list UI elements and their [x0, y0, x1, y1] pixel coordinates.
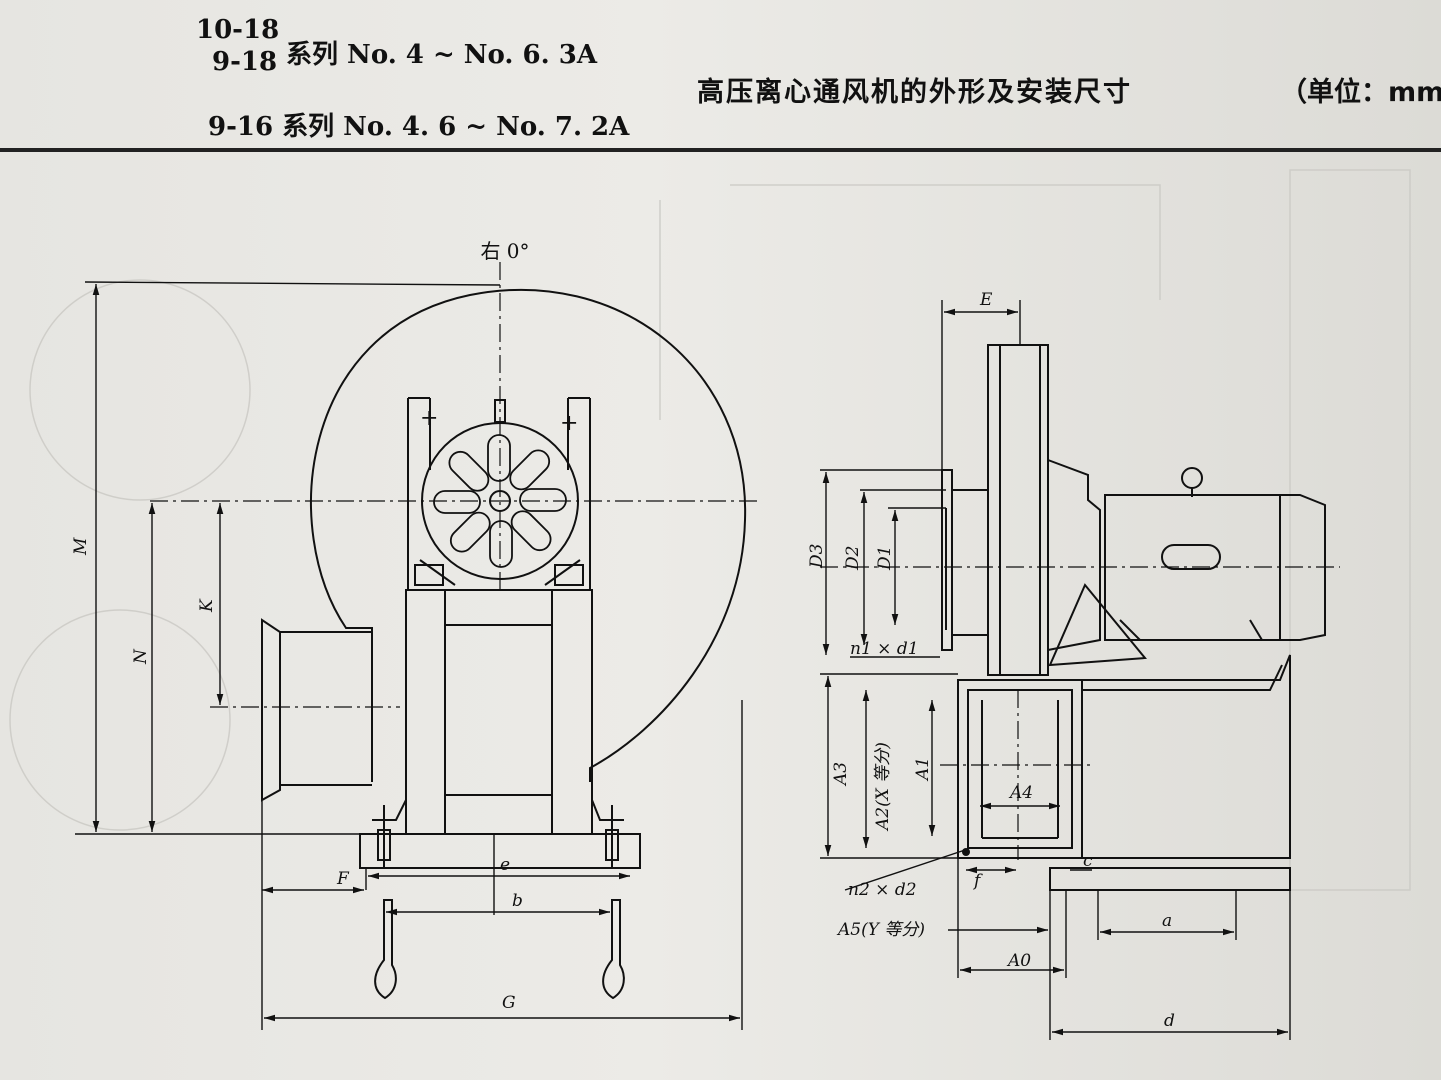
dim-A5: A5(Y 等分): [836, 920, 925, 940]
dim-F: F: [336, 869, 350, 889]
dim-A1: A1: [913, 757, 933, 782]
unit-label: （单位：mm: [1280, 77, 1441, 108]
page-title: 高压离心通风机的外形及安装尺寸: [697, 77, 1132, 108]
front-dimensions: [75, 281, 743, 1030]
dim-d: d: [1164, 1011, 1175, 1031]
front-view: + +: [261, 289, 747, 1000]
bearing-pedestal: [405, 589, 593, 835]
side-dimensions: [820, 300, 1291, 1040]
series-b: 9-16 系列 No. 4. 6 ~ No. 7. 2A: [208, 112, 630, 142]
side-centerlines: [820, 566, 1340, 860]
dim-D1: D1: [875, 546, 895, 571]
background-sketch: [9, 169, 1411, 891]
header-rule: [0, 148, 1441, 152]
outlet-flange: [261, 618, 281, 802]
dim-E: E: [979, 290, 993, 310]
dim-A2: A2(X 等分): [873, 742, 893, 832]
dim-D3: D3: [807, 544, 827, 569]
motor-body: [1104, 494, 1326, 641]
svg-text:+: +: [560, 411, 578, 436]
dim-e: e: [500, 855, 510, 875]
rotation-label: 右 0°: [480, 239, 529, 263]
dim-f: f: [972, 871, 983, 891]
front-centerlines: [150, 262, 760, 708]
series-a-bottom: 9-18: [212, 47, 278, 77]
dim-G: G: [502, 993, 516, 1013]
svg-text:+: +: [420, 406, 438, 431]
dim-n2d2: n2 × d2: [848, 880, 917, 900]
side-view: [941, 344, 1326, 891]
dim-A4: A4: [1008, 783, 1033, 803]
dim-c: c: [1083, 851, 1093, 871]
dim-A3: A3: [831, 762, 851, 787]
dim-D2: D2: [843, 546, 863, 571]
bolt-hole-marker: [962, 848, 970, 856]
dim-b: b: [512, 891, 523, 911]
dim-N: N: [131, 648, 151, 665]
base-frame: [957, 679, 1083, 859]
volute-housing: [310, 289, 747, 782]
dim-n1d1: n1 × d1: [850, 639, 919, 659]
dim-K: K: [197, 598, 217, 613]
dim-A0: A0: [1006, 951, 1031, 971]
series-a-range: 系列 No. 4 ~ No. 6. 3A: [286, 40, 597, 70]
dim-a: a: [1162, 911, 1172, 931]
dim-M: M: [71, 537, 91, 556]
housing-side: [987, 344, 1049, 676]
series-a-top: 10-18: [196, 15, 280, 45]
